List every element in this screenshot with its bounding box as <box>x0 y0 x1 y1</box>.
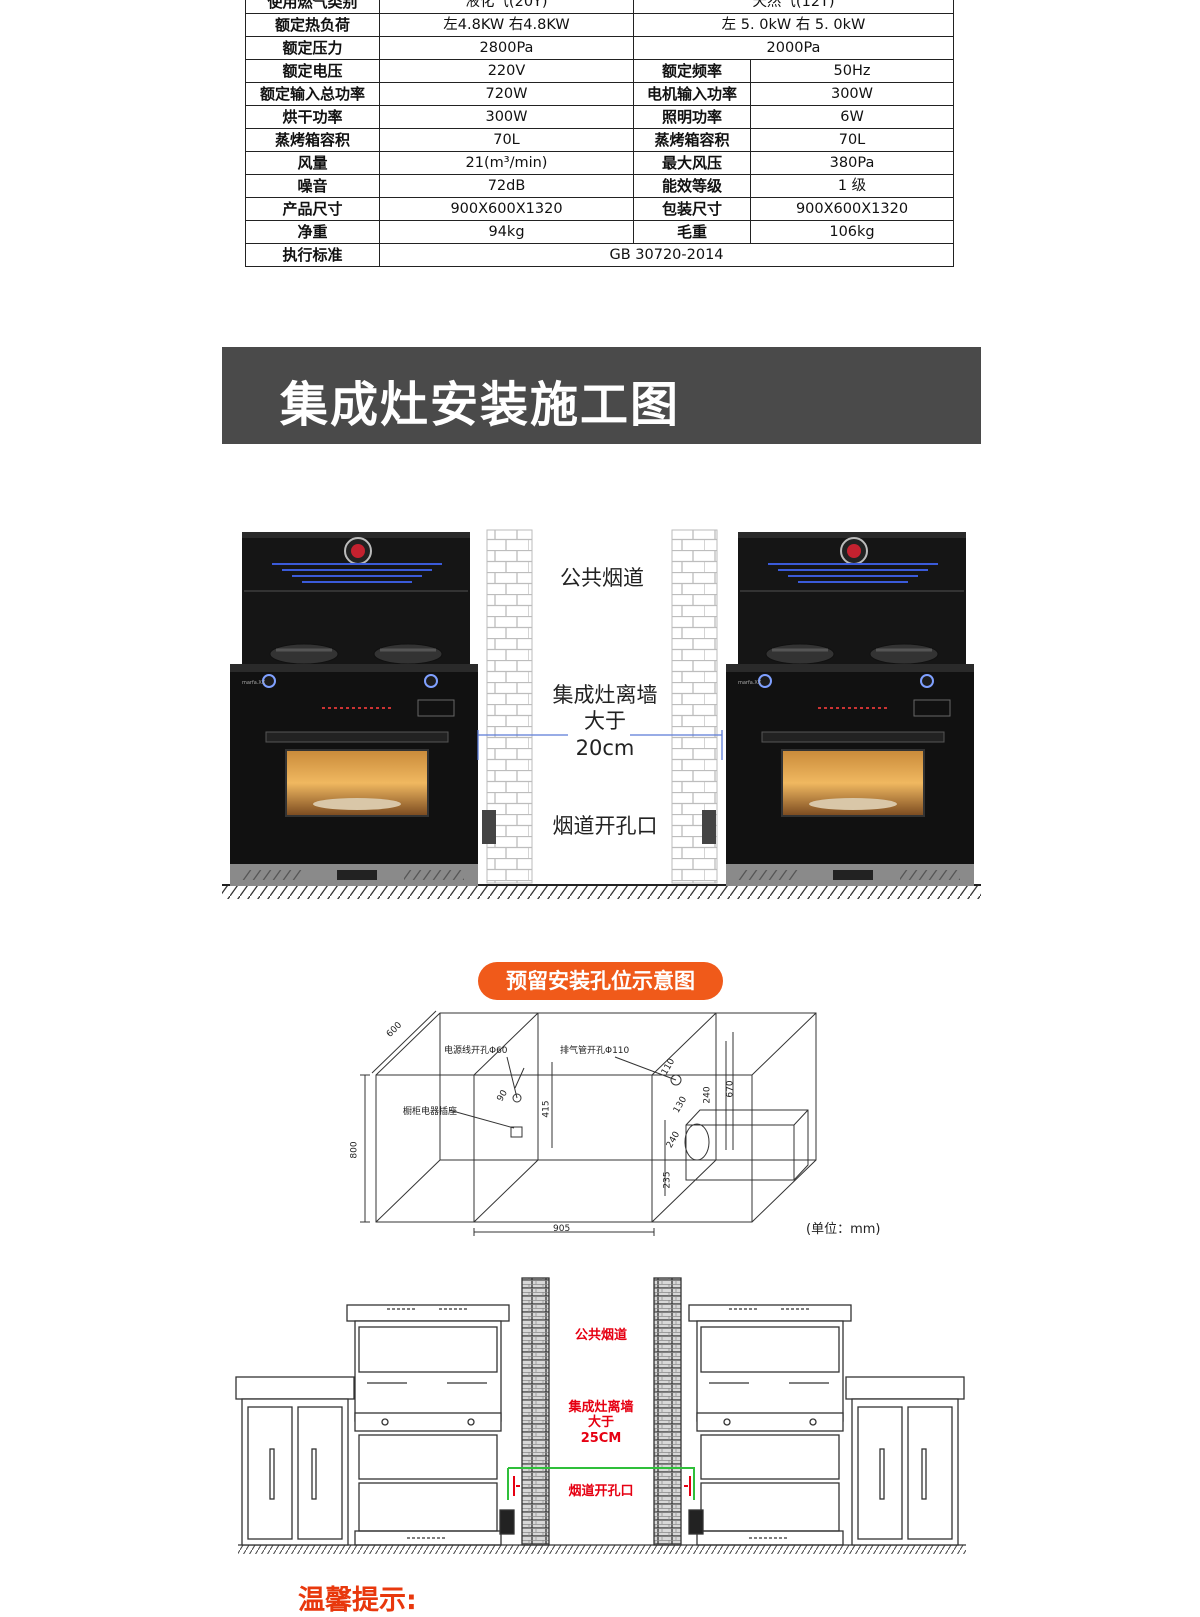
install-diagram: marfa.XX <box>222 529 981 899</box>
install-banner <box>222 347 981 444</box>
spec-value: 左4.8KW 右4.8KW <box>379 13 634 37</box>
dim-415: 415 <box>541 1100 552 1118</box>
flue-hole-right <box>702 810 716 844</box>
cabinet-wall-left <box>521 1277 550 1546</box>
spec-label: 蒸烤箱容积 <box>245 128 380 152</box>
spec-value: 2000Pa <box>633 36 954 60</box>
unit-note: (单位：mm) <box>806 1222 881 1237</box>
spec-value: 300W <box>750 82 954 106</box>
spec-label: 产品尺寸 <box>245 197 380 221</box>
cabinet-distance-1: 集成灶离墙 <box>568 1400 634 1415</box>
cabinet-flue-hole-label: 烟道开孔口 <box>568 1484 634 1499</box>
cabinet-wall-right <box>653 1277 682 1546</box>
power-hole-label: 电源线开孔Φ60 <box>444 1046 508 1056</box>
spec-table-body: 使用燃气类别液化气(20Y)天然气(12T)额定热负荷左4.8KW 右4.8KW… <box>245 0 954 267</box>
distance-label-1: 集成灶离墙 <box>552 683 658 707</box>
flue-hole-label: 烟道开孔口 <box>552 814 658 838</box>
spec-value: 900X600X1320 <box>750 197 954 221</box>
side-cabinet-left <box>235 1376 355 1546</box>
spec-label: 噪音 <box>245 174 380 198</box>
spec-label: 包装尺寸 <box>633 197 751 221</box>
distance-label-3: 20cm <box>575 736 635 760</box>
cabinet-stove-left <box>346 1304 510 1546</box>
spec-label: 额定输入总功率 <box>245 82 380 106</box>
spec-value: 液化气(20Y) <box>379 0 634 14</box>
stove-right <box>724 530 976 888</box>
flue-hole-left <box>482 810 496 844</box>
stove-left <box>228 530 480 888</box>
spec-value: 72dB <box>379 174 634 198</box>
spec-value: 220V <box>379 59 634 83</box>
cabinet-stove-right <box>688 1304 852 1546</box>
spec-label: 额定热负荷 <box>245 13 380 37</box>
socket-icon <box>510 1126 523 1138</box>
dim-235: 235 <box>662 1171 673 1189</box>
dim-width: 905 <box>553 1224 571 1234</box>
spec-value: GB 30720-2014 <box>379 243 954 267</box>
install-title: 集成灶安装施工图 <box>280 377 681 433</box>
spec-value: 300W <box>379 105 634 129</box>
spec-label: 烘干功率 <box>245 105 380 129</box>
cabinet-distance-3: 25CM <box>580 1431 622 1446</box>
spec-label: 额定压力 <box>245 36 380 60</box>
dim-240a: 240 <box>702 1086 713 1104</box>
spec-value: 70L <box>750 128 954 152</box>
cabinet-diagram <box>235 1277 966 1554</box>
spec-value: 900X600X1320 <box>379 197 634 221</box>
spec-label: 毛重 <box>633 220 751 244</box>
dim-670: 670 <box>725 1080 736 1098</box>
spec-value: 天然气(12T) <box>633 0 954 14</box>
cabinet-socket-label: 橱柜电器插座 <box>403 1107 458 1117</box>
spec-value: 106kg <box>750 220 954 244</box>
holes-pill: 预留安装孔位示意图 <box>478 962 723 1000</box>
spec-label: 风量 <box>245 151 380 175</box>
side-cabinet-right <box>845 1376 965 1546</box>
spec-value: 21(m³/min) <box>379 151 634 175</box>
spec-label: 额定电压 <box>245 59 380 83</box>
dim-height: 800 <box>349 1141 360 1159</box>
spec-value: 380Pa <box>750 151 954 175</box>
cabinet-flue-label: 公共烟道 <box>574 1328 627 1343</box>
spec-label: 蒸烤箱容积 <box>633 128 751 152</box>
holes-diagram <box>360 1010 817 1236</box>
spec-label: 执行标准 <box>245 243 380 267</box>
spec-label: 最大风压 <box>633 151 751 175</box>
flue-label: 公共烟道 <box>560 566 644 590</box>
spec-value: 左 5. 0kW 右 5. 0kW <box>633 13 954 37</box>
spec-value: 50Hz <box>750 59 954 83</box>
spec-label: 电机输入功率 <box>633 82 751 106</box>
spec-value: 70L <box>379 128 634 152</box>
spec-label: 照明功率 <box>633 105 751 129</box>
spec-label: 净重 <box>245 220 380 244</box>
spec-value: 6W <box>750 105 954 129</box>
spec-value: 94kg <box>379 220 634 244</box>
spec-label: 使用燃气类别 <box>245 0 380 14</box>
distance-label-2: 大于 <box>584 709 626 733</box>
tips-heading: 温馨提示: <box>298 1585 417 1616</box>
spec-row: 使用燃气类别液化气(20Y)天然气(12T) <box>245 0 954 14</box>
spec-table: 使用燃气类别液化气(20Y)天然气(12T)额定热负荷左4.8KW 右4.8KW… <box>245 0 954 267</box>
exhaust-hole-label: 排气管开孔Φ110 <box>560 1046 630 1056</box>
spec-value: 2800Pa <box>379 36 634 60</box>
spec-value: 720W <box>379 82 634 106</box>
spec-value: 1 级 <box>750 174 954 198</box>
spec-label: 能效等级 <box>633 174 751 198</box>
spec-label: 额定频率 <box>633 59 751 83</box>
cabinet-distance-2: 大于 <box>587 1415 614 1430</box>
